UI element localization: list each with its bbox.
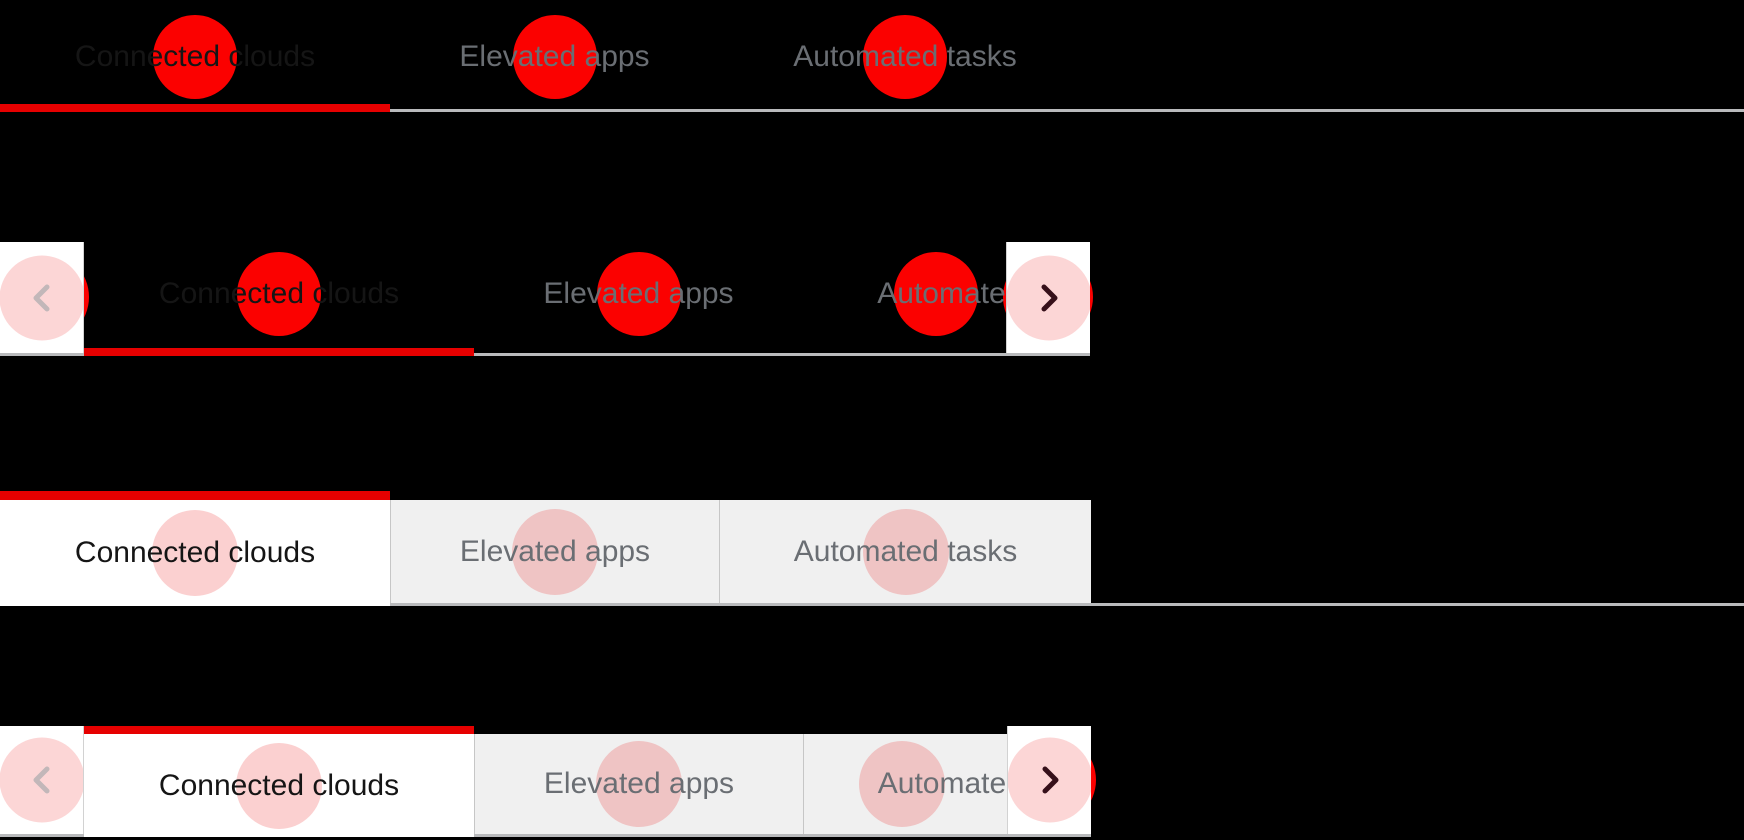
- tab-label: Elevated apps: [459, 40, 650, 73]
- angle-left-icon: [33, 766, 49, 794]
- tab-elevated-apps[interactable]: Elevated apps: [390, 14, 719, 100]
- tab-automated-tasks[interactable]: Automated tasks: [803, 242, 1006, 345]
- tab-list: Connected clouds Elevated apps Automated…: [0, 14, 1091, 100]
- tab-label: Connected clouds: [74, 536, 316, 569]
- tab-list-border: [0, 834, 1091, 837]
- tab-connected-clouds[interactable]: Connected clouds: [84, 242, 474, 345]
- click-marker: [512, 15, 597, 99]
- click-marker: [237, 251, 321, 336]
- scroll-right-button[interactable]: [1006, 242, 1090, 353]
- tab-connected-clouds[interactable]: Connected clouds: [84, 726, 474, 837]
- tab-elevated-apps[interactable]: Elevated apps: [390, 500, 719, 603]
- click-marker: [512, 508, 598, 595]
- tab-list: Connected clouds Elevated apps Automated…: [84, 726, 1007, 837]
- tabs-example-box-scrollable: Connected clouds Elevated apps Automated…: [0, 726, 1096, 837]
- tab-label: Automated tasks: [877, 767, 1007, 800]
- click-marker: [863, 15, 947, 99]
- tab-list-border: [0, 603, 1744, 606]
- tab-list: Connected clouds Elevated apps Automated…: [0, 491, 1091, 606]
- click-marker: [862, 508, 949, 595]
- click-marker: [153, 15, 237, 99]
- tab-label: Connected clouds: [158, 768, 400, 802]
- tab-connected-clouds[interactable]: Connected clouds: [0, 14, 390, 100]
- click-marker: [858, 741, 945, 827]
- tabs-example-box: Connected clouds Elevated apps Automated…: [0, 491, 1744, 606]
- click-marker: [596, 251, 681, 336]
- tabs-example-underline: Connected clouds Elevated apps Automated…: [0, 14, 1744, 112]
- tab-label: Elevated apps: [459, 534, 651, 568]
- active-tab-underline: [0, 104, 390, 112]
- angle-right-icon: [1042, 766, 1058, 794]
- tab-label: Automated tasks: [877, 276, 1006, 310]
- tab-automated-tasks[interactable]: Automated tasks: [719, 14, 1091, 100]
- tab-automated-tasks[interactable]: Automated tasks: [803, 734, 1007, 834]
- tab-label: Elevated apps: [543, 767, 735, 800]
- angle-right-icon: [1041, 284, 1057, 311]
- tab-list-border: [0, 353, 1090, 356]
- tab-list: Connected clouds Elevated apps Automated…: [84, 242, 1006, 353]
- tab-elevated-apps[interactable]: Elevated apps: [474, 242, 803, 345]
- active-tab-underline: [84, 348, 474, 356]
- scroll-left-button[interactable]: [0, 726, 84, 834]
- tab-automated-tasks[interactable]: Automated tasks: [719, 500, 1091, 603]
- tab-elevated-apps[interactable]: Elevated apps: [474, 734, 803, 834]
- scroll-right-button[interactable]: [1007, 726, 1091, 834]
- click-marker: [894, 251, 978, 336]
- angle-left-icon: [33, 284, 49, 311]
- tab-connected-clouds[interactable]: Connected clouds: [0, 491, 390, 606]
- tab-list-border: [0, 109, 1744, 112]
- tab-label: Automated tasks: [793, 40, 1017, 73]
- tab-label: Connected clouds: [74, 40, 316, 73]
- tabs-example-underline-scrollable: Connected clouds Elevated apps Automated…: [0, 242, 1093, 356]
- click-marker: [236, 742, 322, 829]
- click-marker: [596, 741, 682, 827]
- tab-label: Elevated apps: [543, 276, 734, 310]
- scroll-left-button[interactable]: [0, 242, 84, 353]
- tab-label: Automated tasks: [793, 534, 1018, 568]
- click-marker: [152, 510, 238, 596]
- tab-label: Connected clouds: [158, 276, 400, 310]
